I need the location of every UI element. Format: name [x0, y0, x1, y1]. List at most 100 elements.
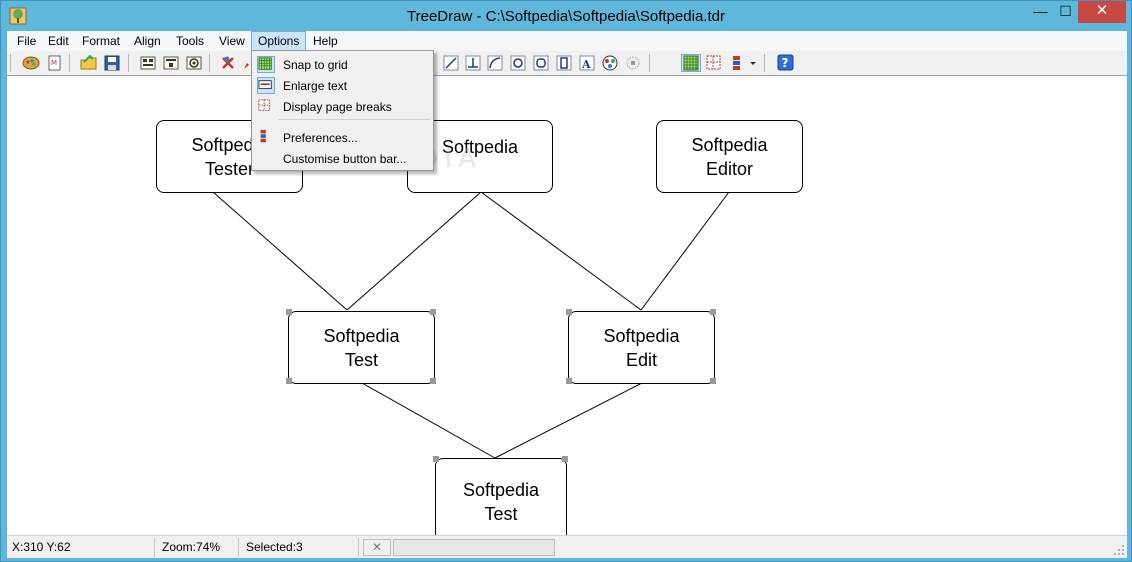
- selection-handle[interactable]: [566, 378, 572, 384]
- help-icon[interactable]: ?: [775, 54, 795, 72]
- cancel-button[interactable]: ✕: [363, 539, 391, 556]
- menu-item-label: Display page breaks: [283, 100, 392, 114]
- selection-handle[interactable]: [433, 456, 439, 462]
- chart-h-icon[interactable]: [138, 54, 158, 72]
- line-diag-icon[interactable]: [441, 54, 461, 72]
- toolbar: M A ?: [7, 51, 1127, 75]
- selection-handle[interactable]: [430, 309, 436, 315]
- tree-node-selected[interactable]: Softpedia Test: [435, 458, 567, 545]
- connector-line[interactable]: [640, 191, 730, 311]
- node-label-line1: Softpedia: [462, 479, 540, 500]
- menu-options[interactable]: Options: [251, 31, 307, 51]
- ellipse-icon[interactable]: [508, 54, 528, 72]
- dropdown-arrow-icon[interactable]: [747, 54, 759, 72]
- grid-icon: [257, 56, 275, 73]
- new-icon[interactable]: M: [44, 54, 64, 72]
- menu-edit[interactable]: Edit: [48, 34, 69, 48]
- pencil-icon[interactable]: [241, 54, 261, 72]
- menu-item-enlarge-text[interactable]: Enlarge text: [254, 75, 431, 96]
- text-icon: [257, 77, 275, 94]
- node-label-line1: Softpedia: [323, 325, 400, 346]
- node-label-line2: Test: [484, 503, 518, 524]
- close-button[interactable]: ✕: [1078, 1, 1126, 23]
- rounded-rect-icon[interactable]: [531, 54, 551, 72]
- connector-line[interactable]: [212, 191, 348, 311]
- toolbar-separator: [10, 54, 11, 72]
- colors-icon[interactable]: [600, 54, 620, 72]
- menu-align[interactable]: Align: [134, 34, 161, 48]
- svg-text:M: M: [51, 59, 57, 67]
- drawing-canvas[interactable]: Softpedia Tester Softpedia Softpedia Edi…: [7, 75, 1127, 545]
- palette-icon[interactable]: [21, 54, 41, 72]
- target-icon[interactable]: [184, 54, 204, 72]
- node-label-line1: Softpedia: [603, 325, 680, 346]
- menu-item-label: Customise button bar...: [283, 152, 407, 166]
- node-label-line2: Edit: [625, 349, 658, 370]
- node-label-line1: Softpedia: [691, 134, 768, 155]
- curve-icon[interactable]: [485, 54, 505, 72]
- page-breaks-icon[interactable]: [704, 54, 724, 72]
- menu-item-preferences[interactable]: Preferences...: [254, 127, 431, 148]
- menu-tools[interactable]: Tools: [176, 34, 205, 48]
- tree-node-selected[interactable]: Softpedia Edit: [568, 311, 715, 384]
- connector-line[interactable]: [494, 382, 643, 459]
- node-label-line1: Softpedia: [441, 137, 519, 157]
- selection-handle[interactable]: [430, 378, 436, 384]
- selection-handle[interactable]: [710, 309, 716, 315]
- connector-lines: [212, 191, 730, 459]
- menu-item-customise-button-bar[interactable]: Customise button bar...: [254, 148, 431, 169]
- selection-handle[interactable]: [566, 309, 572, 315]
- node-label-line1: Softpedia: [191, 134, 268, 155]
- save-icon[interactable]: [102, 54, 122, 72]
- menu-item-display-page-breaks[interactable]: Display page breaks: [254, 96, 431, 117]
- title-bar[interactable]: TreeDraw - C:\Softpedia\Softpedia\Softpe…: [1, 1, 1131, 31]
- window-title: TreeDraw - C:\Softpedia\Softpedia\Softpe…: [407, 8, 725, 25]
- shape-props-icon[interactable]: [623, 54, 643, 72]
- preferences-icon: [257, 129, 275, 146]
- toolbar-separator: [649, 54, 650, 72]
- toolbar-separator: [128, 54, 129, 72]
- snap-grid-icon[interactable]: [681, 54, 701, 72]
- open-icon[interactable]: [79, 54, 99, 72]
- status-coordinates: X:310 Y:62: [7, 538, 155, 557]
- minimize-button[interactable]: —: [1033, 3, 1048, 19]
- text-icon[interactable]: A: [577, 54, 597, 72]
- tree-node[interactable]: Softpedia Editor: [656, 120, 803, 193]
- tree-node-selected[interactable]: Softpedia Test: [288, 311, 435, 384]
- menu-separator: [278, 119, 430, 120]
- node-label-line2: Editor: [705, 158, 754, 179]
- menu-file[interactable]: File: [17, 34, 37, 48]
- menu-item-snap-to-grid[interactable]: Snap to grid: [254, 54, 431, 75]
- selection-handle[interactable]: [286, 378, 292, 384]
- node-label-line2: Test: [344, 349, 378, 370]
- menu-format[interactable]: Format: [82, 34, 121, 48]
- progress-bar: [393, 539, 555, 556]
- svg-text:?: ?: [782, 56, 789, 70]
- menu-item-label: Snap to grid: [283, 58, 348, 72]
- rect-icon[interactable]: [554, 54, 574, 72]
- node-label-line2: Tester: [204, 158, 255, 179]
- menu-help[interactable]: Help: [313, 34, 338, 48]
- menu-view[interactable]: View: [219, 34, 245, 48]
- connector-line[interactable]: [480, 191, 642, 311]
- selection-handle[interactable]: [710, 378, 716, 384]
- connector-line[interactable]: [346, 191, 482, 311]
- status-bar: X:310 Y:62 Zoom:74% Selected:3 ✕: [7, 535, 1127, 558]
- toolbar-separator: [209, 54, 210, 72]
- menu-bar: File Edit Format Align Tools View Option…: [7, 31, 1127, 51]
- resize-grip-icon[interactable]: [1113, 544, 1125, 556]
- page-breaks-icon: [257, 98, 275, 115]
- options-dropdown-menu: Snap to grid Enlarge text Display page b…: [251, 50, 434, 171]
- preferences-icon[interactable]: [727, 54, 747, 72]
- maximize-button[interactable]: ☐: [1059, 3, 1072, 19]
- zoom-icon[interactable]: [219, 54, 239, 72]
- menu-item-label: Enlarge text: [283, 79, 348, 93]
- status-selected: Selected:3: [241, 538, 359, 557]
- connector-line[interactable]: [361, 382, 496, 459]
- client-area: File Edit Format Align Tools View Option…: [7, 31, 1127, 558]
- chart-v-icon[interactable]: [161, 54, 181, 72]
- selection-handle[interactable]: [562, 456, 568, 462]
- selection-handle[interactable]: [286, 309, 292, 315]
- line-base-icon[interactable]: [463, 54, 483, 72]
